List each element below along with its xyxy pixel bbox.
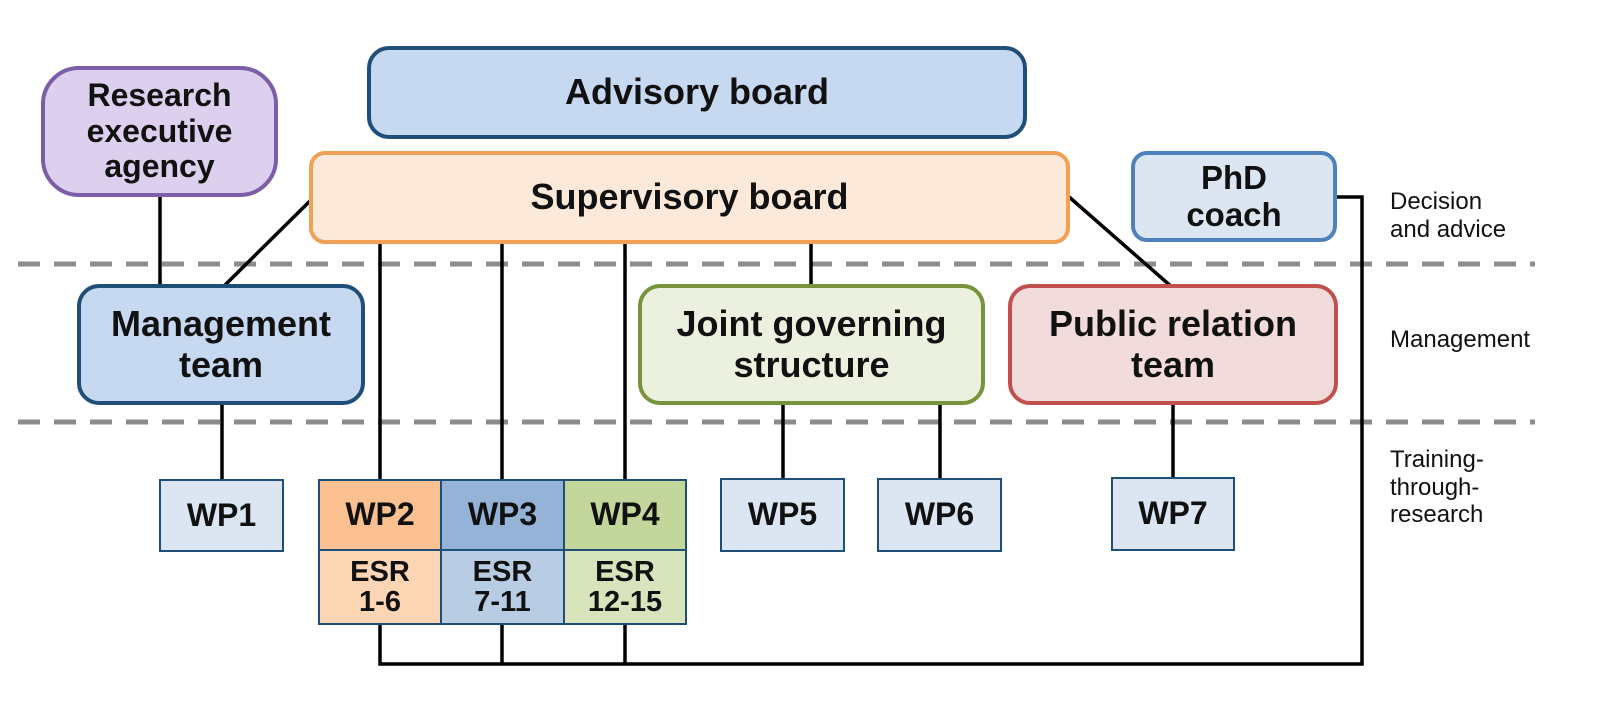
wp5-box: WP5: [720, 478, 845, 552]
research-executive-agency: Research executive agency: [41, 66, 278, 197]
wp3-box: WP3: [440, 479, 565, 551]
wp1-box: WP1: [159, 479, 284, 552]
layer-label-training: Training- through- research: [1390, 446, 1484, 529]
layer-label-management: Management: [1390, 326, 1531, 353]
wp6-box: WP6: [877, 478, 1002, 552]
management-team: Management team: [77, 284, 365, 405]
wp2-box: WP2: [318, 479, 442, 551]
edge-supervisory-management: [220, 196, 315, 290]
joint-governing-structure: Joint governing structure: [638, 284, 985, 405]
wp4-box: WP4: [563, 479, 687, 551]
esr-12-15-box: ESR 12-15: [563, 549, 687, 625]
edge-phd-coach-esr: [378, 195, 1364, 666]
public-relation-team: Public relation team: [1008, 284, 1338, 405]
phd-coach: PhD coach: [1131, 151, 1337, 242]
supervisory-board: Supervisory board: [309, 151, 1070, 244]
esr-1-6-box: ESR 1-6: [318, 549, 442, 625]
layer-label-decision: Decision and advice: [1390, 188, 1507, 243]
esr-7-11-box: ESR 7-11: [440, 549, 565, 625]
advisory-board: Advisory board: [367, 46, 1027, 139]
edge-supervisory-prt: [1066, 194, 1175, 290]
wp7-box: WP7: [1111, 477, 1235, 551]
